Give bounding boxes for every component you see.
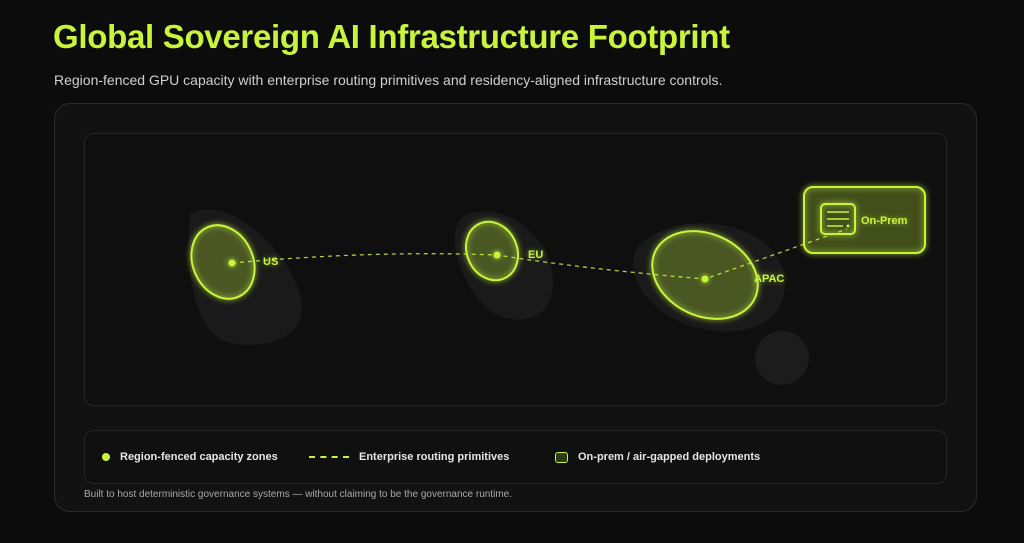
oceania-landmass <box>755 331 809 385</box>
legend-onprem-label: On-prem / air-gapped deployments <box>578 451 761 463</box>
us-zone <box>190 224 256 300</box>
footprint-card: US EU APAC On-Prem Region-fenced capacit… <box>54 103 977 512</box>
map-svg <box>189 186 926 385</box>
server-icon <box>820 203 856 235</box>
legend: Region-fenced capacity zones Enterprise … <box>84 430 947 484</box>
apac-zone <box>651 230 759 320</box>
footer-note: Built to host deterministic governance s… <box>84 489 512 500</box>
us-dot <box>228 259 236 267</box>
dot-icon <box>102 453 110 461</box>
dashed-line-icon <box>309 456 349 458</box>
apac-label: APAC <box>754 273 785 285</box>
eu-zone <box>465 220 519 282</box>
onprem-label: On-Prem <box>861 215 908 227</box>
legend-routing-label: Enterprise routing primitives <box>359 451 510 463</box>
page-subtitle: Region-fenced GPU capacity with enterpri… <box>54 72 723 88</box>
apac-dot <box>701 275 709 283</box>
eu-dot <box>493 251 501 259</box>
world-map-panel: US EU APAC On-Prem <box>84 133 947 406</box>
legend-onprem: On-prem / air-gapped deployments <box>555 451 760 463</box>
legend-zones-label: Region-fenced capacity zones <box>120 451 278 463</box>
legend-zones: Region-fenced capacity zones <box>102 451 278 463</box>
eu-label: EU <box>528 249 544 261</box>
page-title: Global Sovereign AI Infrastructure Footp… <box>53 18 730 55</box>
legend-routing: Enterprise routing primitives <box>309 451 509 463</box>
box-icon <box>555 451 568 463</box>
us-label: US <box>263 256 279 268</box>
